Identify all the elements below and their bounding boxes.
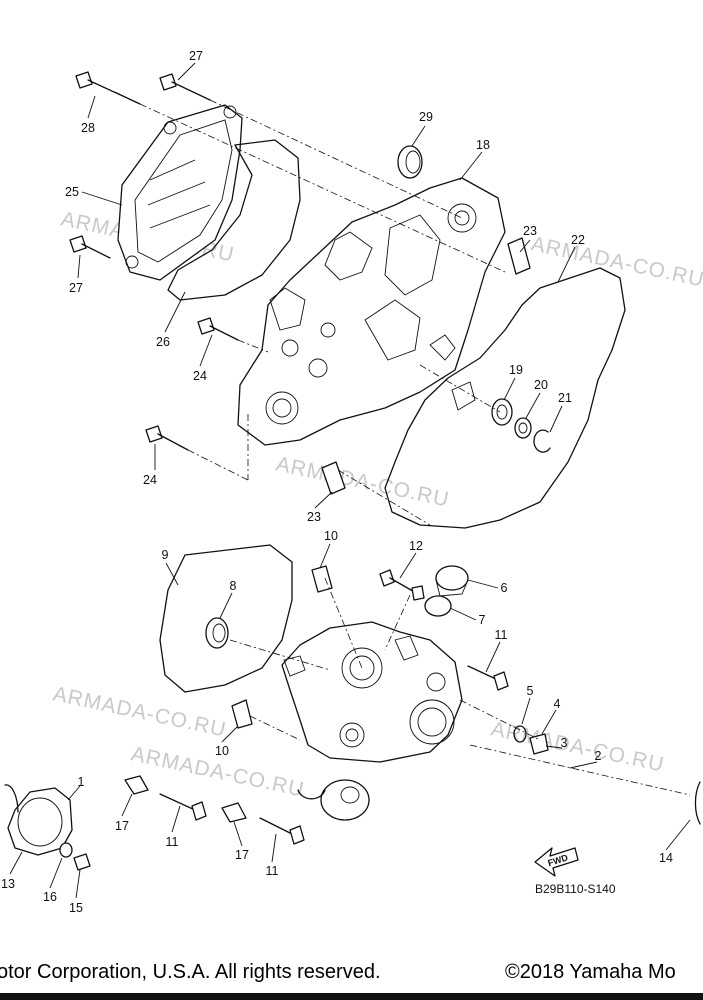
callout-number: 22: [571, 233, 585, 247]
diagram-code: B29B110-S140: [535, 882, 616, 896]
bolt-part: [259, 817, 305, 845]
callout-number: 17: [235, 848, 249, 862]
callout-number: 23: [307, 510, 321, 524]
callout-number: 26: [156, 335, 170, 349]
bolt-part: [159, 73, 211, 101]
callout-number: 16: [43, 890, 57, 904]
bolt-part: [379, 569, 425, 601]
callout-number: 12: [409, 539, 423, 553]
callout-number: 13: [1, 877, 15, 891]
watermark: ARMADA-CO.RU: [489, 717, 666, 776]
callout-number: 20: [534, 378, 548, 392]
o-ring-part: [424, 595, 452, 617]
cover-part: [7, 787, 73, 856]
washer-part: [514, 417, 532, 439]
washer-part: [59, 842, 73, 858]
bolt-part: [69, 235, 111, 259]
clutch-cover-part: [117, 104, 243, 281]
o-ring-part: [694, 781, 701, 825]
callout-number: 27: [69, 281, 83, 295]
callout-number: 11: [495, 628, 508, 642]
callout-number: 24: [193, 369, 207, 383]
crankcase-cover-part: [237, 177, 506, 446]
callout-number: 2: [595, 749, 602, 763]
dowel-pin-part: [311, 565, 333, 593]
callout-number: 8: [230, 579, 237, 593]
watermark: ARMADA-CO.RU: [51, 682, 228, 741]
gasket-part: [167, 139, 301, 301]
callout-number: 28: [81, 121, 95, 135]
callout-number: 17: [115, 819, 129, 833]
o-ring-part: [297, 789, 326, 800]
oil-filler-cap-part: [435, 565, 469, 597]
copyright-text-left: otor Corporation, U.S.A. All rights rese…: [0, 961, 381, 983]
crankcase-cover-part: [281, 621, 463, 763]
callout-number: 7: [479, 613, 486, 627]
bolt-part: [145, 425, 189, 451]
o-ring-part: [513, 725, 527, 743]
bottom-border: [0, 993, 703, 1000]
callout-number: 1: [78, 775, 85, 789]
oil-seal-part: [397, 145, 423, 179]
callout-number: 15: [69, 901, 83, 915]
drain-plug-part: [529, 733, 549, 755]
callout-number: 9: [162, 548, 169, 562]
callout-number: 11: [266, 864, 279, 878]
plug-part: [320, 779, 370, 821]
bolt-part: [73, 853, 91, 871]
copyright-footer: otor Corporation, U.S.A. All rights rese…: [0, 957, 703, 993]
bolt-part: [197, 317, 239, 341]
bearing-part: [491, 398, 513, 426]
callout-number: 24: [143, 473, 157, 487]
dowel-pin-part: [231, 699, 253, 729]
bolt-part: [159, 793, 207, 821]
oil-seal-part: [205, 617, 229, 649]
callout-number: 19: [509, 363, 523, 377]
o-ring-part: [4, 784, 19, 813]
bolt-part: [467, 665, 509, 691]
forward-arrow-icon: FWD: [534, 847, 579, 877]
bolt-part: [75, 71, 141, 105]
leader-lines: [9, 62, 691, 899]
gasket-part: [159, 544, 293, 693]
callout-number: 3: [561, 736, 568, 750]
callout-number: 10: [324, 529, 338, 543]
callout-number: 29: [419, 110, 433, 124]
callout-number: 10: [215, 744, 229, 758]
callout-number: 4: [554, 697, 561, 711]
watermark: ARMADA-CO.RU: [274, 452, 451, 511]
callout-number: 6: [501, 581, 508, 595]
dowel-pin-part: [507, 237, 531, 275]
callout-number: 11: [166, 835, 179, 849]
clamp-part: [124, 775, 247, 823]
callout-number: 5: [527, 684, 534, 698]
gasket-part: [384, 267, 626, 529]
dowel-pin-part: [321, 461, 346, 495]
callout-number: 21: [558, 391, 572, 405]
callout-number: 25: [65, 185, 79, 199]
callout-number: 27: [189, 49, 203, 63]
callout-number: 23: [523, 224, 537, 238]
circlip-part: [533, 429, 551, 453]
callout-number: 18: [476, 138, 490, 152]
callout-number: 14: [659, 851, 673, 865]
copyright-text-right: ©2018 Yamaha Mo: [505, 961, 676, 983]
